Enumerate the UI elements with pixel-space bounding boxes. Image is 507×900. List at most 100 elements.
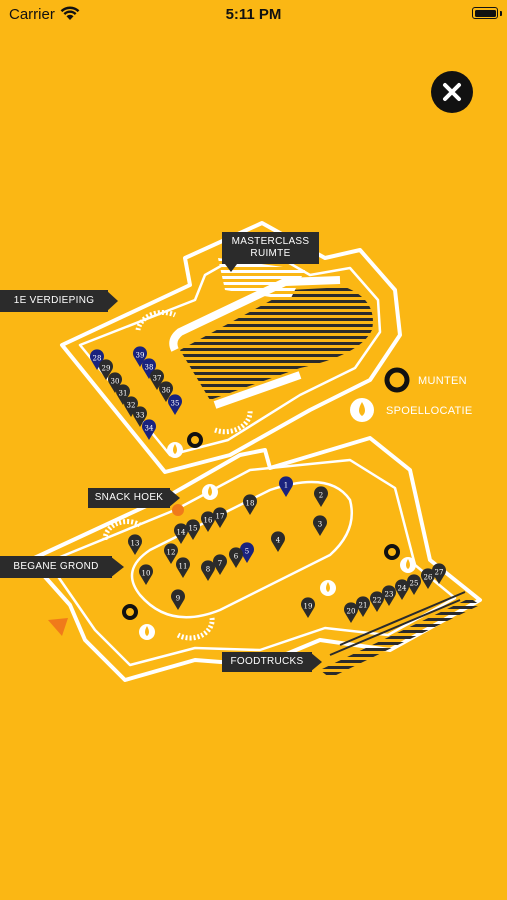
map-pin[interactable]: 22	[370, 591, 384, 612]
pin-marker-icon	[421, 568, 436, 589]
pin-number: 22	[373, 597, 382, 605]
map-pin[interactable]: 18	[243, 494, 257, 515]
map-pin[interactable]: 15	[186, 519, 200, 540]
map-pin[interactable]: 14	[174, 523, 188, 544]
map-pin[interactable]: 25	[407, 574, 421, 595]
legend-coins-label: MUNTEN	[418, 375, 467, 387]
pin-number: 36	[162, 387, 171, 395]
map-pin[interactable]: 24	[395, 579, 410, 600]
pin-number: 31	[119, 390, 128, 398]
pin-number: 26	[424, 574, 433, 582]
pin-marker-icon	[407, 574, 421, 595]
snack-label: SNACK HOEK	[88, 488, 170, 508]
map-pin[interactable]: 13	[128, 534, 142, 555]
pin-marker-icon	[370, 591, 384, 612]
pin-number: 4	[276, 537, 281, 545]
pin-marker-icon	[301, 597, 315, 618]
pin-marker-icon	[159, 381, 174, 402]
map-pin[interactable]: 23	[382, 585, 396, 606]
pin-marker-icon	[382, 585, 396, 606]
pin-number: 8	[206, 566, 210, 574]
map-pin[interactable]: 33	[133, 406, 147, 427]
map-pin[interactable]: 31	[116, 384, 130, 405]
pin-marker-icon	[168, 394, 182, 415]
pin-number: 37	[153, 375, 162, 383]
map-pin[interactable]: 4	[271, 531, 285, 552]
pin-number: 28	[93, 355, 102, 363]
wifi-icon	[60, 6, 80, 20]
close-icon	[443, 83, 461, 101]
map-pin[interactable]: 6	[229, 547, 243, 568]
pin-marker-icon	[142, 419, 157, 440]
legend-game-label: SPOELLOCATIE	[386, 405, 473, 417]
pin-marker-icon	[243, 494, 257, 515]
pin-marker-icon	[142, 358, 157, 379]
map-pin[interactable]: 10	[139, 564, 153, 585]
pin-number: 35	[171, 400, 180, 408]
pin-number: 10	[142, 570, 151, 578]
pin-marker-icon	[240, 542, 254, 563]
carrier-label: Carrier	[9, 6, 55, 23]
pin-number: 6	[234, 553, 239, 561]
map-drop-icons	[139, 442, 416, 640]
map-pin[interactable]: 19	[301, 597, 315, 618]
close-button[interactable]	[431, 71, 473, 113]
map-pin[interactable]: 34	[142, 419, 157, 440]
pin-marker-icon	[356, 596, 370, 617]
battery-tip	[500, 11, 502, 16]
map-pin[interactable]: 17	[213, 507, 228, 528]
map-pin[interactable]: 39	[133, 346, 147, 367]
pin-number: 14	[177, 529, 186, 537]
masterclass-hatch	[218, 258, 305, 300]
drop-legend-icon	[350, 398, 374, 422]
map-pin[interactable]: 32	[124, 396, 139, 417]
pin-marker-icon	[313, 515, 327, 536]
entrance-marker	[48, 618, 68, 636]
map-pin[interactable]: 28	[90, 349, 105, 370]
map-pin[interactable]: 8	[201, 560, 215, 581]
map-pin[interactable]: 36	[159, 381, 174, 402]
map-pin[interactable]: 27	[432, 563, 446, 584]
pin-number: 18	[246, 500, 255, 508]
pin-number: 39	[136, 352, 145, 360]
pin-number: 7	[218, 560, 222, 568]
map-pin[interactable]: 9	[171, 589, 186, 610]
foodtruck-hatch	[320, 598, 480, 678]
pin-marker-icon	[432, 563, 446, 584]
map-pin[interactable]: 16	[201, 511, 215, 532]
pin-number: 1	[284, 482, 288, 490]
pin-number: 38	[145, 364, 154, 372]
coin-legend-icon	[384, 367, 410, 393]
pin-marker-icon	[344, 602, 359, 623]
pin-marker-icon	[171, 589, 186, 610]
pin-marker-icon	[213, 507, 228, 528]
map-pin[interactable]: 30	[108, 372, 123, 393]
map-pin[interactable]: 21	[356, 596, 370, 617]
pin-marker-icon	[98, 359, 113, 380]
map-pin[interactable]: 5	[240, 542, 254, 563]
map-pin[interactable]: 38	[142, 358, 157, 379]
pin-marker-icon	[201, 511, 215, 532]
map-pin[interactable]: 26	[421, 568, 436, 589]
map-pin[interactable]: 20	[344, 602, 359, 623]
map-pin[interactable]: 29	[98, 359, 113, 380]
map-pin[interactable]: 1	[279, 476, 293, 497]
map-pin[interactable]: 12	[164, 543, 178, 564]
upper-stage-hatch	[180, 287, 373, 400]
pin-number: 32	[127, 402, 136, 410]
pin-number: 34	[145, 425, 154, 433]
map-pin[interactable]: 7	[213, 554, 228, 575]
battery-icon	[472, 7, 498, 19]
map-pin[interactable]: 11	[176, 557, 190, 578]
pin-number: 2	[319, 492, 323, 500]
status-bar: Carrier 5:11 PM	[0, 0, 507, 28]
pin-number: 25	[410, 580, 419, 588]
map-pin[interactable]: 3	[313, 515, 327, 536]
pin-marker-icon	[124, 396, 139, 417]
map-pin[interactable]: 37	[150, 369, 164, 390]
map-pin[interactable]: 35	[168, 394, 182, 415]
pin-number: 33	[136, 412, 145, 420]
map-pin[interactable]: 2	[314, 486, 329, 507]
pin-marker-icon	[395, 579, 410, 600]
pin-marker-icon	[133, 346, 147, 367]
